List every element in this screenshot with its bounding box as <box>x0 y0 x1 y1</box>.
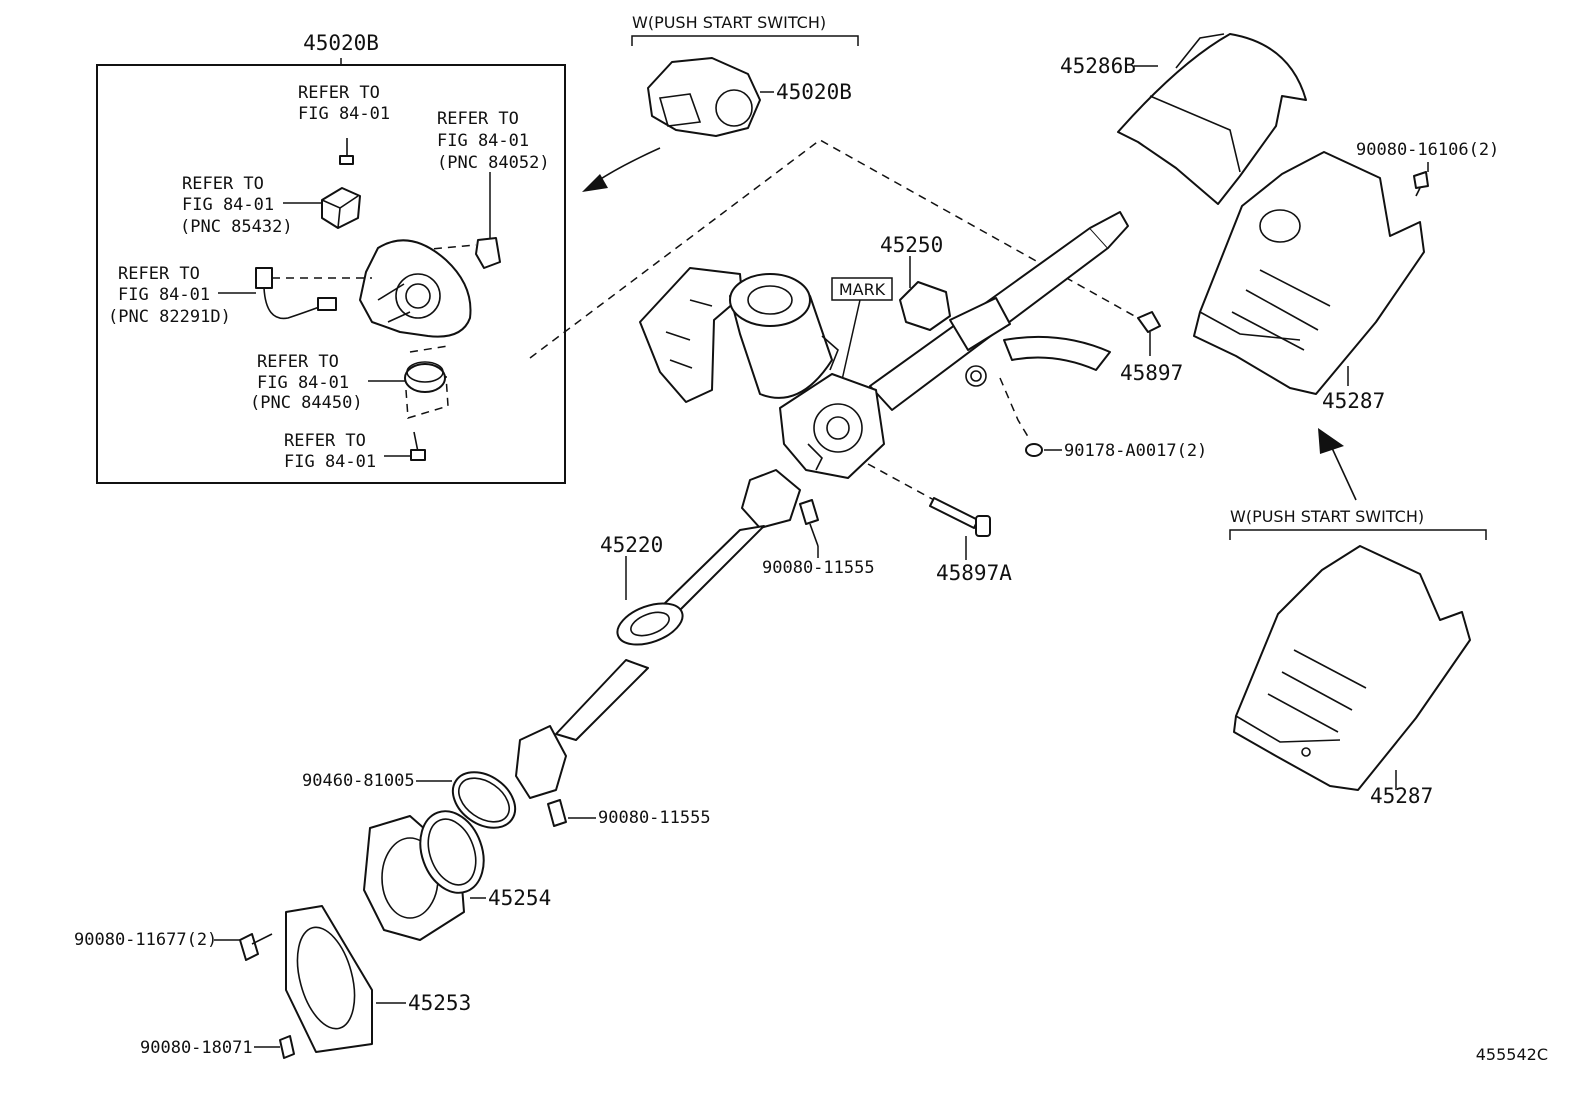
svg-text:90178-A0017(2): 90178-A0017(2) <box>1064 441 1207 461</box>
svg-text:MARK: MARK <box>839 280 886 299</box>
svg-text:REFER TO: REFER TO <box>118 264 200 284</box>
cover-45253: 45253 <box>285 905 471 1053</box>
inset-screw-top <box>339 138 354 165</box>
svg-text:45287: 45287 <box>1370 784 1433 808</box>
svg-text:45287: 45287 <box>1322 389 1385 413</box>
svg-text:45254: 45254 <box>488 886 551 910</box>
svg-text:90080-11677(2): 90080-11677(2) <box>74 930 217 950</box>
figure-id: 455542C <box>1476 1045 1548 1064</box>
bolt-90080-11555-lower: 90080-11555 <box>547 799 711 828</box>
inset-switch-85432 <box>283 187 361 229</box>
svg-text:(PNC 82291D): (PNC 82291D) <box>108 307 231 327</box>
steering-column-45250: 45250 <box>869 211 1129 411</box>
refer-note-1: REFER TO FIG 84-01 <box>298 83 390 124</box>
svg-text:90080-11555: 90080-11555 <box>598 808 711 828</box>
tilt-gear-housing <box>779 373 885 479</box>
inset-sensor-84450 <box>368 345 449 419</box>
svg-text:45897A: 45897A <box>936 561 1012 585</box>
bolt-45897: 45897 <box>1120 311 1183 385</box>
svg-text:(PNC 84450): (PNC 84450) <box>250 393 363 413</box>
nut-90178-A0017: 90178-A0017(2) <box>999 377 1207 461</box>
bolt-90080-11677: 90080-11677(2) <box>74 930 273 961</box>
svg-text:45897: 45897 <box>1120 361 1183 385</box>
lower-cover-45287-bottom: 45287 <box>1233 545 1471 808</box>
variant-arrow <box>1318 428 1357 501</box>
switch-arrow <box>582 147 661 192</box>
svg-text:W(PUSH START SWITCH): W(PUSH START SWITCH) <box>632 13 826 32</box>
upper-cover-45286B: 45286B <box>1060 33 1307 205</box>
svg-text:90080-16106(2): 90080-16106(2) <box>1356 140 1499 160</box>
svg-text:FIG 84-01: FIG 84-01 <box>284 452 376 472</box>
push-start-switch-45020B: 45020B <box>647 57 852 137</box>
inset-ignition-housing <box>359 239 472 338</box>
inset-title: 45020B <box>303 31 379 55</box>
svg-text:(PNC 84052): (PNC 84052) <box>437 153 550 173</box>
svg-text:90080-11555: 90080-11555 <box>762 558 875 578</box>
inset-connector-84052 <box>419 172 501 269</box>
refer-note-3: REFER TO FIG 84-01 (PNC 85432) <box>180 174 293 237</box>
svg-text:FIG 84-01: FIG 84-01 <box>257 373 349 393</box>
svg-text:45253: 45253 <box>408 991 471 1015</box>
bolt-90080-11555-upper: 90080-11555 <box>762 499 875 578</box>
svg-text:45286B: 45286B <box>1060 54 1136 78</box>
seal-45254: 45254 <box>363 810 551 941</box>
inset-harness-82291D <box>218 267 372 320</box>
clamp-90460-81005: 90460-81005 <box>302 771 517 829</box>
inset-box <box>96 64 566 484</box>
svg-text:45020B: 45020B <box>776 80 852 104</box>
mark-label: MARK <box>831 277 893 381</box>
push-start-header-top: W(PUSH START SWITCH) <box>631 13 859 46</box>
intermediate-shaft-45220: 45220 <box>515 469 801 799</box>
svg-text:FIG 84-01: FIG 84-01 <box>437 131 529 151</box>
svg-text:(PNC 85432): (PNC 85432) <box>180 217 293 237</box>
svg-text:FIG 84-01: FIG 84-01 <box>298 104 390 124</box>
bolt-45897A: 45897A <box>867 463 1012 585</box>
svg-text:FIG 84-01: FIG 84-01 <box>118 285 210 305</box>
svg-text:90460-81005: 90460-81005 <box>302 771 415 791</box>
refer-note-2: REFER TO FIG 84-01 (PNC 84052) <box>437 109 550 173</box>
lower-cover-45287-top: 45287 <box>1193 151 1425 413</box>
nut-90080-18071: 90080-18071 <box>140 1035 295 1059</box>
push-start-header-bottom: W(PUSH START SWITCH) <box>1229 507 1487 540</box>
svg-text:REFER TO: REFER TO <box>182 174 264 194</box>
screw-90080-16106: 90080-16106(2) <box>1356 140 1499 197</box>
inset-screw-bottom <box>384 431 426 461</box>
svg-text:W(PUSH START SWITCH): W(PUSH START SWITCH) <box>1230 507 1424 526</box>
svg-text:REFER TO: REFER TO <box>257 352 339 372</box>
refer-note-6: REFER TO FIG 84-01 <box>284 431 376 472</box>
svg-text:45250: 45250 <box>880 233 943 257</box>
svg-text:REFER TO: REFER TO <box>437 109 519 129</box>
svg-text:45220: 45220 <box>600 533 663 557</box>
eps-motor-ecu <box>639 267 839 403</box>
refer-note-5: REFER TO FIG 84-01 (PNC 84450) <box>250 352 363 413</box>
svg-text:REFER TO: REFER TO <box>284 431 366 451</box>
refer-note-4: REFER TO FIG 84-01 (PNC 82291D) <box>108 264 231 327</box>
svg-text:FIG 84-01: FIG 84-01 <box>182 195 274 215</box>
reference-dashed-line <box>529 139 1139 359</box>
svg-text:REFER TO: REFER TO <box>298 83 380 103</box>
svg-text:90080-18071: 90080-18071 <box>140 1038 253 1058</box>
